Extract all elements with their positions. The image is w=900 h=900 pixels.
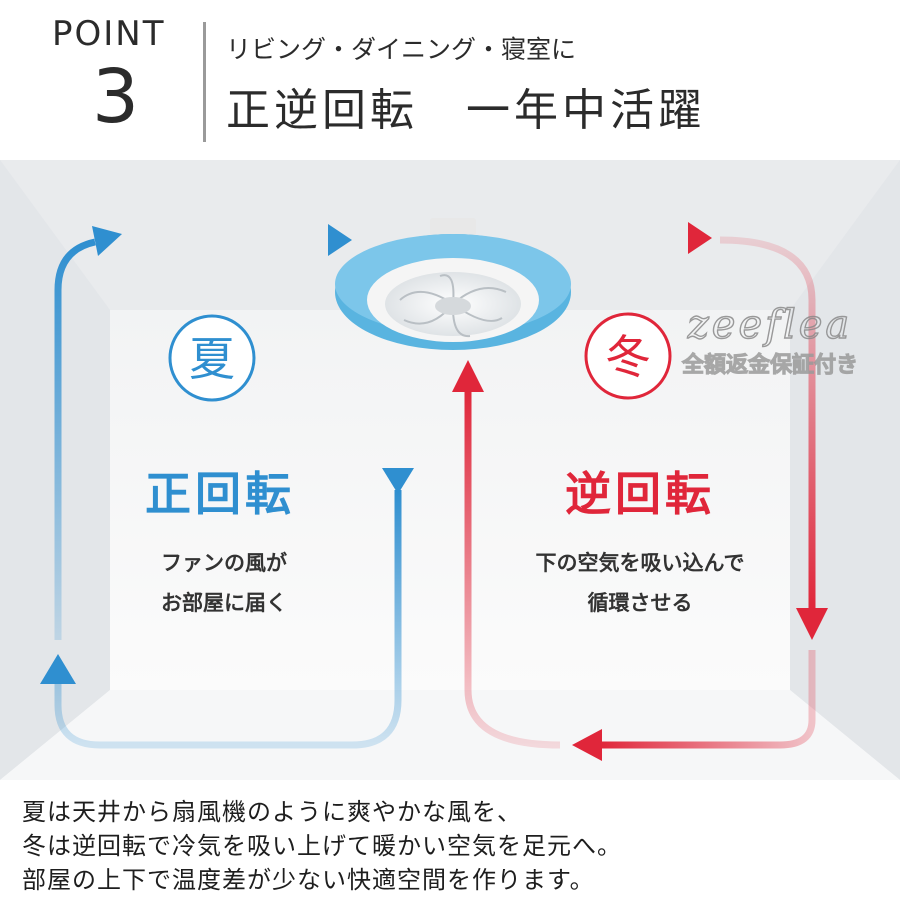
- footer-line-3: 部屋の上下で温度差が少ない快適空間を作ります。: [22, 866, 595, 894]
- watermark-brand: zeeflea: [687, 302, 853, 348]
- footer-line-1: 夏は天井から扇風機のように爽やかな風を、: [22, 798, 522, 826]
- red-arrowhead-up: [452, 360, 484, 392]
- fan-hub: [435, 297, 471, 315]
- blue-arrowhead-up-lower: [40, 654, 76, 684]
- summer-mode-text: 正回転: [145, 467, 295, 521]
- winter-desc-line2: 循環させる: [588, 590, 693, 615]
- red-arrowhead-right: [688, 222, 712, 254]
- header-divider: [203, 22, 206, 142]
- subtitle: リビング・ダイニング・寝室に: [226, 35, 577, 64]
- winter-badge-circle: [584, 312, 672, 400]
- blue-arrow-bottom-loop: [54, 490, 402, 749]
- floor: [0, 690, 900, 780]
- summer-desc-line1: ファンの風が: [161, 550, 287, 575]
- summer-desc-line2: お部屋に届く: [161, 590, 287, 615]
- red-arrowhead-down: [796, 608, 828, 640]
- point-number: 3: [92, 54, 140, 140]
- room-illustration: 夏 冬 正回転 ファンの風が お部屋に届く 逆回転 下の空気を吸い込んで 循環さ…: [0, 160, 900, 780]
- blue-arrowhead-corner: [92, 226, 122, 256]
- summer-airflow-arrows: [40, 224, 414, 749]
- winter-mode-text: 逆回転: [565, 467, 715, 521]
- brand-watermark: zeeflea 全額返金保証付き: [680, 301, 858, 378]
- fan-mount: [430, 218, 476, 236]
- blue-arrowhead-down: [382, 468, 414, 494]
- red-arrowhead-left: [572, 729, 602, 761]
- blue-arrowhead-right: [328, 224, 352, 256]
- footer-line-2: 冬は逆回転で冷気を吸い上げて暖かい空気を足元へ。: [22, 832, 622, 860]
- winter-season-text: 冬: [605, 330, 651, 384]
- back-wall: [110, 310, 790, 690]
- blue-arrow-left-side: [54, 238, 96, 640]
- ceiling-fan: [335, 218, 571, 350]
- footer-description: 夏は天井から扇風機のように爽やかな風を、 冬は逆回転で冷気を吸い上げて暖かい空気…: [0, 780, 900, 900]
- watermark-tagline: 全額返金保証付き: [681, 352, 858, 378]
- summer-season-text: 夏: [189, 332, 235, 386]
- red-arrow-right-side: [719, 236, 816, 610]
- red-arrow-up: [464, 390, 561, 749]
- header: POINT 3 リビング・ダイニング・寝室に 正逆回転 一年中活躍: [0, 0, 900, 160]
- winter-badge: 冬: [584, 312, 672, 400]
- summer-badge: 夏: [168, 314, 256, 402]
- red-arrow-bottom: [600, 650, 816, 749]
- winter-desc-line1: 下の空気を吸い込んで: [536, 550, 745, 575]
- summer-badge-circle: [168, 314, 256, 402]
- headline: 正逆回転 一年中活躍: [226, 85, 706, 136]
- winter-airflow-arrows: [452, 222, 828, 761]
- point-label: POINT: [52, 14, 166, 54]
